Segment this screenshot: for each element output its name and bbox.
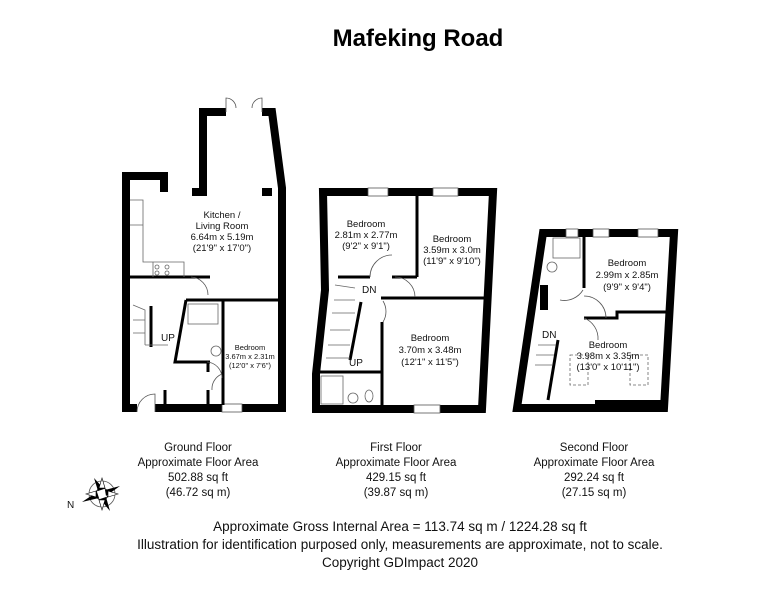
- room-name: Kitchen /: [204, 210, 241, 221]
- room-dimensions-metric: 2.99m x 2.85m: [596, 270, 659, 281]
- ground-outer-wall: [122, 172, 168, 412]
- room-dimensions-imperial: (12'0" x 7'6"): [229, 361, 271, 370]
- room-name: Bedroom: [589, 340, 628, 351]
- window: [432, 187, 459, 197]
- room-name: Bedroom: [347, 219, 386, 230]
- skylight-icon: [629, 354, 649, 386]
- copyright-text: Copyright GDImpact 2020: [322, 555, 478, 570]
- floor-area-label: Approximate Floor Area: [336, 457, 457, 469]
- internal-doors: [369, 254, 416, 323]
- front-door: [136, 393, 156, 413]
- stairs-down-label: DN: [542, 330, 556, 341]
- ground-floor-plan: Kitchen / Living Room 6.64m x 5.19m (21'…: [122, 97, 286, 413]
- staircase: [535, 344, 556, 366]
- room-dimensions-imperial: (13'0" x 10'11"): [576, 362, 639, 373]
- second-floor-area: Second Floor Approximate Floor Area 292.…: [534, 442, 655, 499]
- floor-area-label: Approximate Floor Area: [534, 457, 655, 469]
- window: [413, 404, 441, 414]
- stair-wall: [546, 339, 560, 401]
- floor-area-sqft: 429.15 sq ft: [366, 472, 427, 484]
- room-name: Bedroom: [433, 234, 472, 245]
- basin-icon: [347, 392, 359, 404]
- room-dimensions-metric: 2.81m x 2.77m: [335, 230, 398, 241]
- page-title: Mafeking Road: [333, 25, 504, 52]
- internal-wall: [584, 310, 670, 320]
- floor-area-sqm: (39.87 sq m): [364, 487, 429, 499]
- floor-name: Second Floor: [560, 442, 629, 454]
- shower-icon: [187, 303, 219, 325]
- floor-name: First Floor: [370, 442, 422, 454]
- floor-area-sqft: 502.88 sq ft: [168, 472, 229, 484]
- floor-area-sqm: (27.15 sq m): [562, 487, 627, 499]
- gross-area-text: Approximate Gross Internal Area = 113.74…: [213, 519, 587, 534]
- ground-outer-wall-rear: [192, 108, 226, 196]
- hob-icon: [154, 264, 170, 276]
- bathroom-wall: [173, 299, 210, 364]
- window: [221, 403, 243, 413]
- second-outer-wall: [512, 229, 679, 412]
- room-dimensions-metric: 3.59m x 3.0m: [423, 245, 481, 256]
- ground-floor-area: Ground Floor Approximate Floor Area 502.…: [138, 442, 259, 499]
- basin-icon: [210, 345, 222, 357]
- internal-doors: [190, 276, 223, 391]
- stair-wall: [348, 301, 363, 361]
- basin-icon: [546, 261, 558, 273]
- toilet-icon: [364, 389, 374, 403]
- floor-name: Ground Floor: [164, 442, 232, 454]
- compass-north-label: N: [67, 500, 74, 511]
- skylight-icon: [569, 354, 589, 386]
- stairs-up-label: UP: [349, 358, 363, 369]
- room-dimensions-metric: 3.98m x 3.35m: [577, 351, 640, 362]
- floor-area-sqm: (46.72 sq m): [166, 487, 231, 499]
- room-dimensions-metric: 6.64m x 5.19m: [191, 232, 254, 243]
- staircase: [132, 304, 168, 346]
- room-dimensions-metric: 3.70m x 3.48m: [399, 345, 462, 356]
- floor-area-label: Approximate Floor Area: [138, 457, 259, 469]
- room-dimensions-metric: 3.67m x 2.31m: [225, 352, 275, 361]
- window: [637, 228, 659, 238]
- room-dimensions-imperial: (9'2" x 9'1"): [342, 241, 390, 252]
- shower-icon: [320, 375, 344, 405]
- disclaimer-text: Illustration for identification purposed…: [137, 537, 663, 552]
- first-floor-plan: Bedroom 2.81m x 2.77m (9'2" x 9'1") Bedr…: [312, 187, 498, 414]
- room-dimensions-imperial: (21'9" x 17'0"): [193, 243, 251, 254]
- room-name: Bedroom: [411, 333, 450, 344]
- room-dimensions-imperial: (11'9" x 9'10"): [423, 256, 481, 267]
- window: [592, 228, 610, 238]
- wall-block: [595, 400, 665, 412]
- wall-block: [540, 285, 548, 310]
- shower-icon: [552, 237, 581, 259]
- room-name: Bedroom: [235, 343, 265, 352]
- second-floor-plan: Bedroom 2.99m x 2.85m (9'9" x 9'4") Bedr…: [512, 228, 679, 412]
- room-dimensions-imperial: (9'9" x 9'4"): [603, 282, 651, 293]
- kitchen-counter: [130, 199, 185, 277]
- french-doors: [225, 97, 263, 112]
- ground-outer-wall-right: [242, 108, 286, 412]
- compass-rose-icon: [82, 476, 120, 512]
- window: [565, 228, 579, 238]
- internal-doors: [559, 289, 607, 341]
- window: [367, 187, 389, 197]
- stairs-down-label: DN: [362, 285, 376, 296]
- stairs-up-label: UP: [161, 333, 175, 344]
- room-dimensions-imperial: (12'1" x 11'5"): [401, 357, 459, 368]
- first-outer-wall: [312, 188, 498, 413]
- staircase: [326, 284, 356, 359]
- room-name: Living Room: [196, 221, 249, 232]
- first-floor-area: First Floor Approximate Floor Area 429.1…: [336, 442, 457, 499]
- room-name: Bedroom: [608, 258, 647, 269]
- floor-area-sqft: 292.24 sq ft: [564, 472, 625, 484]
